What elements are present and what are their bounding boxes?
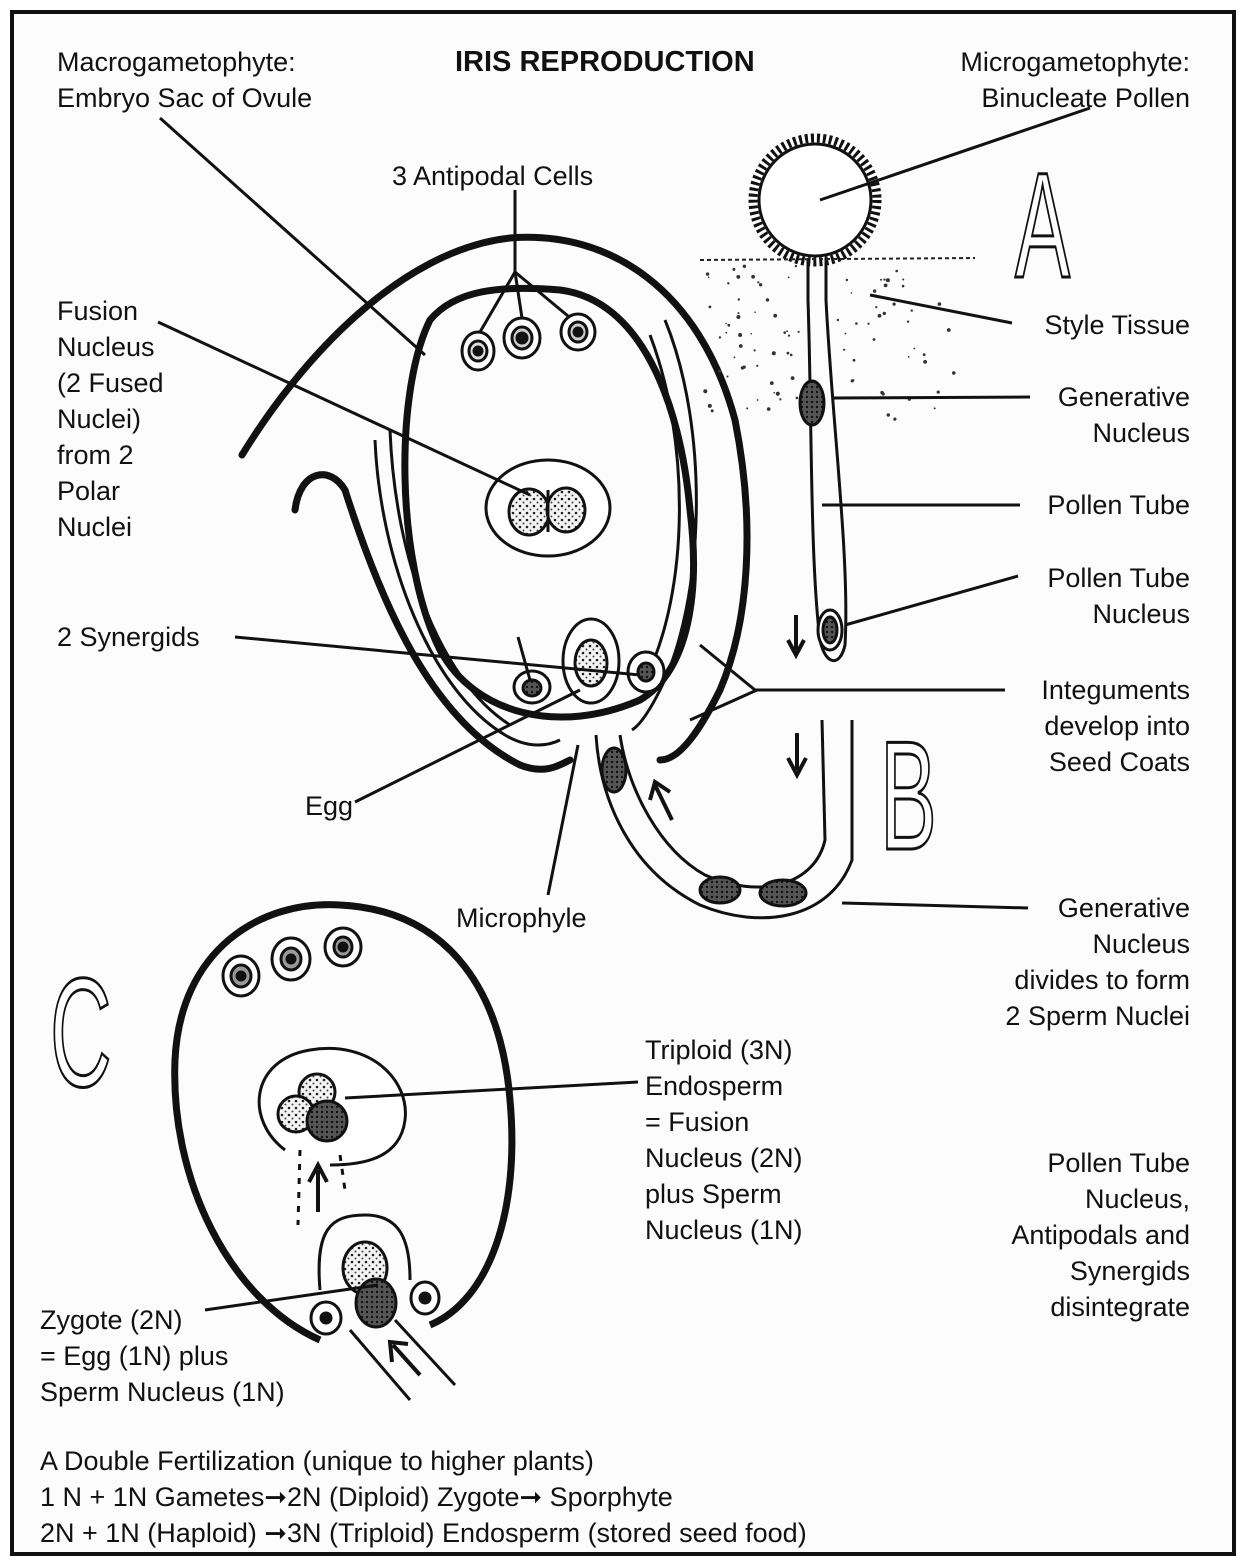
- diagram-title: IRIS REPRODUCTION: [455, 44, 755, 80]
- label-microphyle: Microphyle: [456, 900, 587, 936]
- label-zygote: Zygote (2N) = Egg (1N) plus Sperm Nucleu…: [40, 1302, 285, 1410]
- fusion-nucleus: [486, 460, 610, 556]
- label-pollen-tube-nucleus: Pollen Tube Nucleus: [1047, 560, 1190, 632]
- label-synergids: 2 Synergids: [57, 619, 200, 655]
- pollen-tube: [808, 258, 846, 661]
- footer-line-3: 2N + 1N (Haploid) ➞3N (Triploid) Endospe…: [40, 1515, 807, 1551]
- endosperm-nucleus: [259, 1048, 405, 1165]
- label-antipodal-cells: 3 Antipodal Cells: [392, 158, 593, 194]
- label-egg: Egg: [305, 788, 353, 824]
- zygote: [311, 1215, 455, 1400]
- label-style-tissue: Style Tissue: [1044, 307, 1190, 343]
- panel-letter-b: B: [880, 718, 937, 873]
- label-fusion-nucleus: Fusion Nucleus (2 Fused Nuclei) from 2 P…: [57, 293, 164, 545]
- panel-letter-c: C: [50, 955, 112, 1110]
- label-generative-divides: Generative Nucleus divides to form 2 Spe…: [1005, 890, 1190, 1034]
- label-disintegrate: Pollen Tube Nucleus, Antipodals and Syne…: [1011, 1145, 1190, 1325]
- arrow-icon: [650, 615, 806, 820]
- antipodal-cells: [462, 314, 595, 370]
- footer-line-1: A Double Fertilization (unique to higher…: [40, 1443, 594, 1479]
- label-macrogametophyte: Macrogametophyte: Embryo Sac of Ovule: [57, 44, 312, 116]
- label-generative-nucleus: Generative Nucleus: [1058, 379, 1190, 451]
- sperm-nuclei: [602, 748, 806, 906]
- pollen-grain: [753, 138, 877, 262]
- label-triploid-endosperm: Triploid (3N) Endosperm = Fusion Nucleus…: [645, 1032, 803, 1248]
- panel-letter-a: A: [1015, 150, 1070, 300]
- label-integuments: Integuments develop into Seed Coats: [1041, 672, 1190, 780]
- antipodal-cells-c: [223, 928, 361, 996]
- label-microgametophyte: Microgametophyte: Binucleate Pollen: [960, 44, 1190, 116]
- footer-line-2: 1 N + 1N Gametes➞2N (Diploid) Zygote➞ Sp…: [40, 1479, 673, 1515]
- egg-and-synergids: [514, 619, 664, 703]
- label-pollen-tube: Pollen Tube: [1047, 487, 1190, 523]
